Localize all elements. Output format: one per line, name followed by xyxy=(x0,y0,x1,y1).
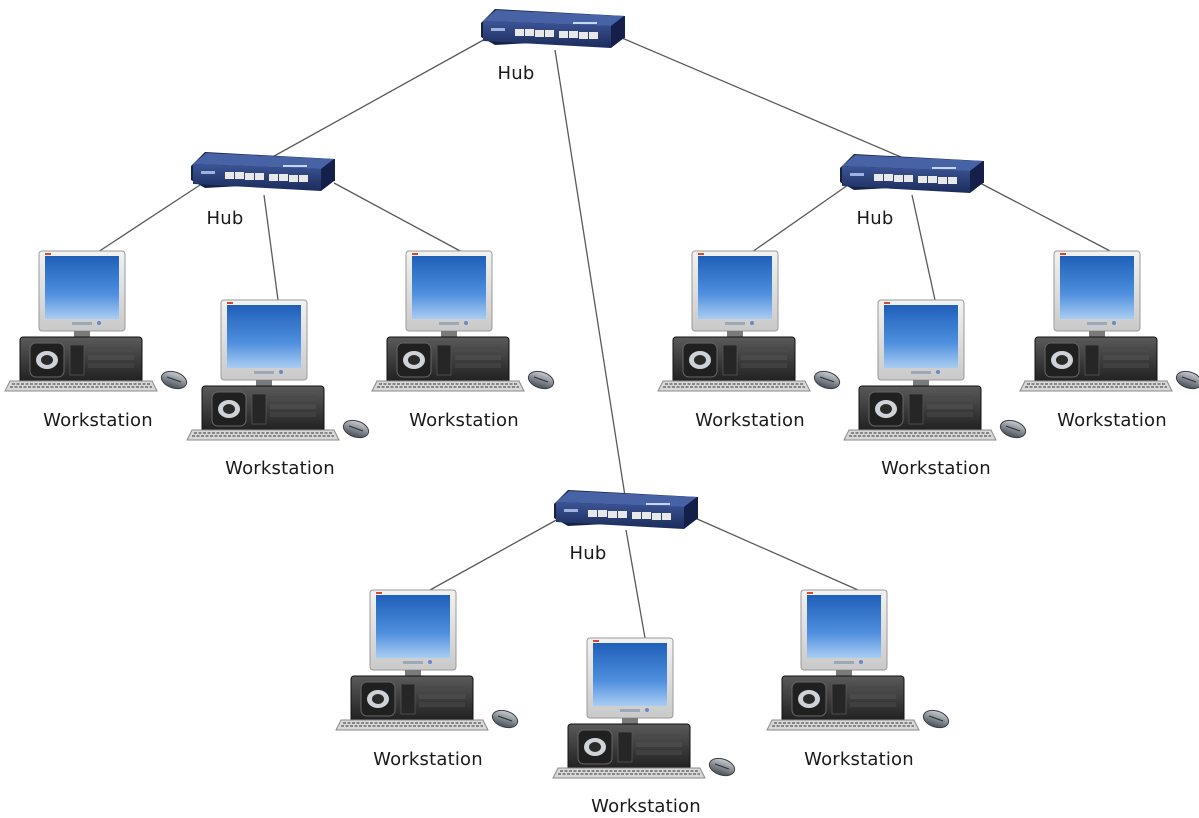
link-right-ws2 xyxy=(911,194,936,301)
hub-right-icon[interactable] xyxy=(840,154,984,193)
workstation-left-3-icon[interactable] xyxy=(371,250,557,393)
hub-root-icon[interactable] xyxy=(481,9,625,48)
connection-lines xyxy=(97,37,1113,639)
hub-bottom-label: Hub xyxy=(569,543,607,564)
link-left-ws2 xyxy=(263,194,279,301)
workstation-right-2-icon[interactable] xyxy=(843,299,1029,442)
link-bottom-ws1 xyxy=(429,517,561,591)
hub-left-icon[interactable] xyxy=(191,152,335,191)
workstation-bottom-2-label: Workstation xyxy=(591,796,701,817)
link-right-ws3 xyxy=(979,182,1113,253)
workstation-bottom-1-label: Workstation xyxy=(373,749,483,770)
workstation-bottom-1-icon[interactable] xyxy=(335,589,521,732)
workstation-right-3-icon[interactable] xyxy=(1019,250,1199,393)
link-bottom-ws3 xyxy=(694,517,859,591)
workstation-left-2-label: Workstation xyxy=(225,458,335,479)
workstation-bottom-3-label: Workstation xyxy=(804,749,914,770)
link-left-ws3 xyxy=(333,182,463,253)
link-left-ws1 xyxy=(97,184,201,253)
workstation-right-1-icon[interactable] xyxy=(657,250,843,393)
workstation-left-3-label: Workstation xyxy=(409,410,519,431)
workstation-left-2-icon[interactable] xyxy=(186,299,372,442)
workstation-bottom-2-icon[interactable] xyxy=(552,637,738,780)
link-bottom-ws2 xyxy=(625,529,646,639)
hub-bottom-icon[interactable] xyxy=(554,490,698,529)
hub-left-label: Hub xyxy=(206,208,244,229)
link-root-bottom xyxy=(554,49,626,497)
link-root-left xyxy=(266,37,488,161)
link-root-right xyxy=(621,37,909,161)
hub-root-label: Hub xyxy=(497,63,535,84)
workstation-left-1-label: Workstation xyxy=(43,410,153,431)
workstation-left-1-icon[interactable] xyxy=(4,250,190,393)
link-right-ws1 xyxy=(751,184,849,253)
workstation-right-2-label: Workstation xyxy=(881,458,991,479)
workstation-right-1-label: Workstation xyxy=(695,410,805,431)
workstation-right-3-label: Workstation xyxy=(1057,410,1167,431)
hub-right-label: Hub xyxy=(856,208,894,229)
workstation-bottom-3-icon[interactable] xyxy=(766,589,952,732)
